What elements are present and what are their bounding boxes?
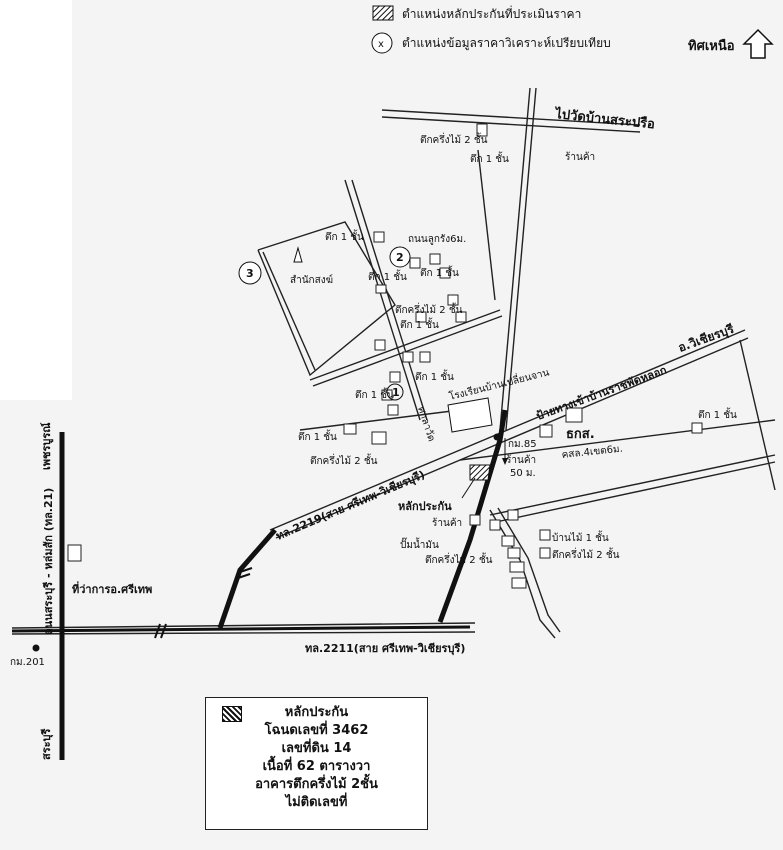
label-one-storey-f: ตึก 1 ชั้น — [355, 387, 394, 401]
label-bank: ธกส. — [566, 427, 595, 442]
label-half-two-storey-top: ตึกครึ่งไม้ 2 ชั้น — [420, 132, 488, 146]
north-label: ทิศเหนือ — [688, 38, 735, 54]
building — [429, 253, 441, 265]
building — [476, 123, 488, 137]
building — [371, 431, 387, 445]
legend-comparable-label: ตำแหน่งข้อมูลราคาวิเคราะห์เปรียบเทียบ — [402, 36, 611, 51]
north-arrow: ทิศเหนือ — [688, 28, 774, 59]
building — [375, 284, 387, 294]
label-collateral-pointer: หลักประกัน — [398, 500, 452, 513]
road-2211-label: ทล.2211(สาย ศรีเทพ-วิเชียรบุรี) — [305, 642, 465, 656]
marker-circle-3 — [238, 261, 262, 285]
building — [447, 294, 459, 306]
building — [511, 577, 527, 589]
legend-collateral-label: ตำแหน่งหลักประกันที่ประเมินราคา — [402, 5, 581, 21]
building — [387, 404, 399, 416]
km85-dot — [493, 433, 501, 441]
marker-2-label: 2 — [396, 251, 404, 264]
building — [373, 231, 385, 243]
label-shop-km85: ร้านค้า — [506, 454, 536, 466]
temple-triangle-icon — [293, 246, 303, 263]
label-one-storey-right: ตึก 1 ชั้น — [698, 407, 737, 421]
label-one-storey-c: ตึก 1 ชั้น — [420, 265, 459, 279]
road-21-bottom-label: สระบุรี — [40, 728, 54, 760]
collateral-hatch-icon — [222, 706, 242, 722]
building — [374, 339, 386, 351]
building — [409, 257, 421, 269]
label-distance: 50 ม. — [510, 468, 536, 479]
label-one-storey-b: ตึก 1 ชั้น — [368, 269, 407, 283]
district-office-building — [67, 544, 82, 562]
road-21-mid-label: ถนนสระบุรี - หล่มสัก (ทล.21) — [42, 488, 56, 635]
label-one-storey-g: ตึก 1 ชั้น — [298, 429, 337, 443]
label-half-two-storey-right: ตึกครึ่งไม้ 2 ชั้น — [552, 547, 620, 561]
building — [439, 267, 451, 279]
buildings — [67, 123, 703, 589]
label-one-storey-top: ตึก 1 ชั้น — [470, 151, 509, 165]
school-field — [447, 397, 493, 433]
building — [507, 509, 519, 521]
label-km201: กม.201 — [10, 657, 45, 668]
building — [509, 561, 525, 573]
label-one-storey-a: ตึก 1 ชั้น — [325, 229, 364, 243]
north-arrow-icon — [742, 28, 774, 59]
info-land-no: เลขที่ดิน 14 — [281, 741, 352, 756]
label-wood-one: บ้านไม้ 1 ชั้น — [552, 530, 609, 544]
marker-circle-1 — [386, 383, 404, 401]
building — [691, 422, 703, 434]
marker-circle-2 — [389, 246, 411, 268]
building — [539, 547, 551, 559]
legend-comparable-marker: x — [378, 39, 384, 50]
collateral-info-box: หลักประกัน โฉนดเลขที่ 3462 เลขที่ดิน 14 … — [205, 697, 428, 830]
collateral-pointer-line — [461, 477, 476, 499]
building — [539, 424, 553, 438]
building — [489, 519, 501, 531]
label-shop-top: ร้านค้า — [565, 151, 595, 163]
info-area: เนื้อที่ 62 ตารางวา — [262, 759, 371, 774]
building — [501, 535, 515, 547]
label-half-two-storey-left: ตึกครึ่งไม้ 2 ชั้น — [310, 453, 378, 467]
label-shop-lower: ร้านค้า — [432, 517, 462, 529]
label-half-two-storey-lower: ตึกครึ่งไม้ 2 ชั้น — [425, 552, 493, 566]
building — [565, 407, 583, 423]
building — [389, 371, 401, 383]
main-highways — [11, 409, 508, 760]
label-road-6m: ถนนลูกรัง6ม. — [408, 234, 466, 245]
label-one-storey-d: ตึก 1 ชั้น — [400, 317, 439, 331]
road-network — [11, 87, 776, 639]
road-21-top-label: เพชรบูรณ์ — [40, 422, 54, 470]
label-district-office: ที่ว่าการอ.ศรีเทพ — [72, 581, 152, 596]
building — [402, 351, 414, 363]
info-deed: โฉนดเลขที่ 3462 — [264, 723, 369, 738]
marker-3-label: 3 — [246, 267, 254, 280]
building — [469, 514, 481, 526]
km201-dot — [32, 644, 40, 652]
building — [455, 311, 467, 323]
building — [539, 529, 551, 541]
marker-1-label: 1 — [392, 386, 400, 399]
label-monk-office: สำนักสงฆ์ — [290, 274, 333, 286]
label-km85: กม.85 — [508, 439, 537, 450]
info-building: อาคารตึกครึ่งไม้ 2ชั้น — [255, 777, 378, 792]
label-one-storey-e: ตึก 1 ชั้น — [415, 369, 454, 383]
collateral-legend-swatch — [372, 5, 394, 21]
info-address: ไม่ติดเลขที่ — [285, 795, 348, 810]
legend: ตำแหน่งหลักประกันที่ประเมินราคา x ตำแหน่… — [371, 5, 611, 54]
distance-arrowhead — [502, 458, 508, 465]
collateral-plot — [469, 464, 491, 481]
label-gas-station: ปั๊มน้ำมัน — [400, 537, 439, 551]
info-title: หลักประกัน — [284, 705, 349, 720]
label-half-two-storey-mid: ตึกครึ่งไม้ 2 ชั้น — [395, 302, 463, 316]
building — [507, 547, 521, 559]
comparable-legend-circle — [371, 32, 393, 54]
building — [415, 311, 427, 323]
building — [419, 351, 431, 363]
comparable-markers: 2 3 1 — [238, 246, 411, 401]
building — [343, 423, 357, 435]
